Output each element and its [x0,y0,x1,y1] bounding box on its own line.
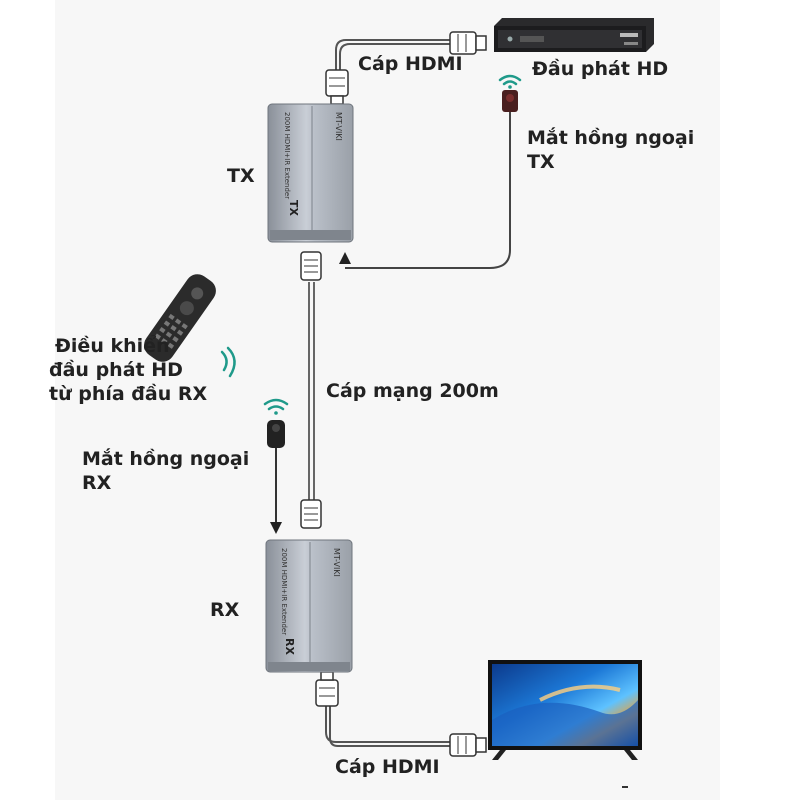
hd-player-label: Đầu phát HD [532,58,669,80]
lan-cable [308,282,315,500]
tx-label: TX [227,165,255,187]
hdmi-cable-bottom [325,706,452,747]
hdmi-connector-top-left [325,69,349,105]
wifi-signal-icon [498,74,522,89]
rx-tag-text: RX [283,638,296,655]
remote-label-line1: Điều khiển [55,335,170,357]
ir-rx-label-line2: RX [82,472,112,494]
hdmi-cable-top-label: Cáp HDMI [358,53,463,75]
ir-rx-label-line1: Mắt hồng ngoại [82,448,250,470]
rx-brand-text: MT-VIKI [332,548,341,577]
hd-player-device [494,18,654,52]
arrow-up-icon [339,252,351,264]
ir-tx-label-line1: Mắt hồng ngoại [527,127,695,149]
remote-label-line2: đầu phát HD [49,359,183,381]
tx-extender-box: 200M HDMI+IR Extender MT-VIKI TX [267,103,354,243]
ir-tx-label-line2: TX [527,151,555,173]
hdmi-connector-top-right [449,31,487,55]
tx-brand-text: MT-VIKI [334,112,343,141]
wifi-signal-icon [220,346,236,378]
hdmi-cable-bottom-label: Cáp HDMI [335,756,440,778]
rx-extender-box: 200M HDMI+IR Extender MT-VIKI RX [265,539,353,673]
rj45-connector-top [300,251,322,281]
tx-model-text: 200M HDMI+IR Extender [283,112,291,199]
ir-tx-sensor [502,90,518,112]
lan-cable-label: Cáp mạng 200m [326,380,499,402]
ir-rx-sensor [267,420,285,448]
remote-label-line3: từ phía đầu RX [49,383,208,405]
rx-label: RX [210,599,240,621]
hdmi-connector-bottom-left [315,671,339,707]
ir-rx-cable [270,448,282,534]
hdmi-cable-top [335,39,452,88]
hdmi-connector-bottom-right [449,733,487,757]
rx-model-text: 200M HDMI+IR Extender [280,548,288,635]
rj45-connector-bottom [300,499,322,529]
remote-control [144,274,216,362]
ir-tx-cable [345,112,511,269]
tx-tag-text: TX [287,200,300,217]
tv-display [488,660,642,760]
wifi-signal-icon [263,398,289,415]
